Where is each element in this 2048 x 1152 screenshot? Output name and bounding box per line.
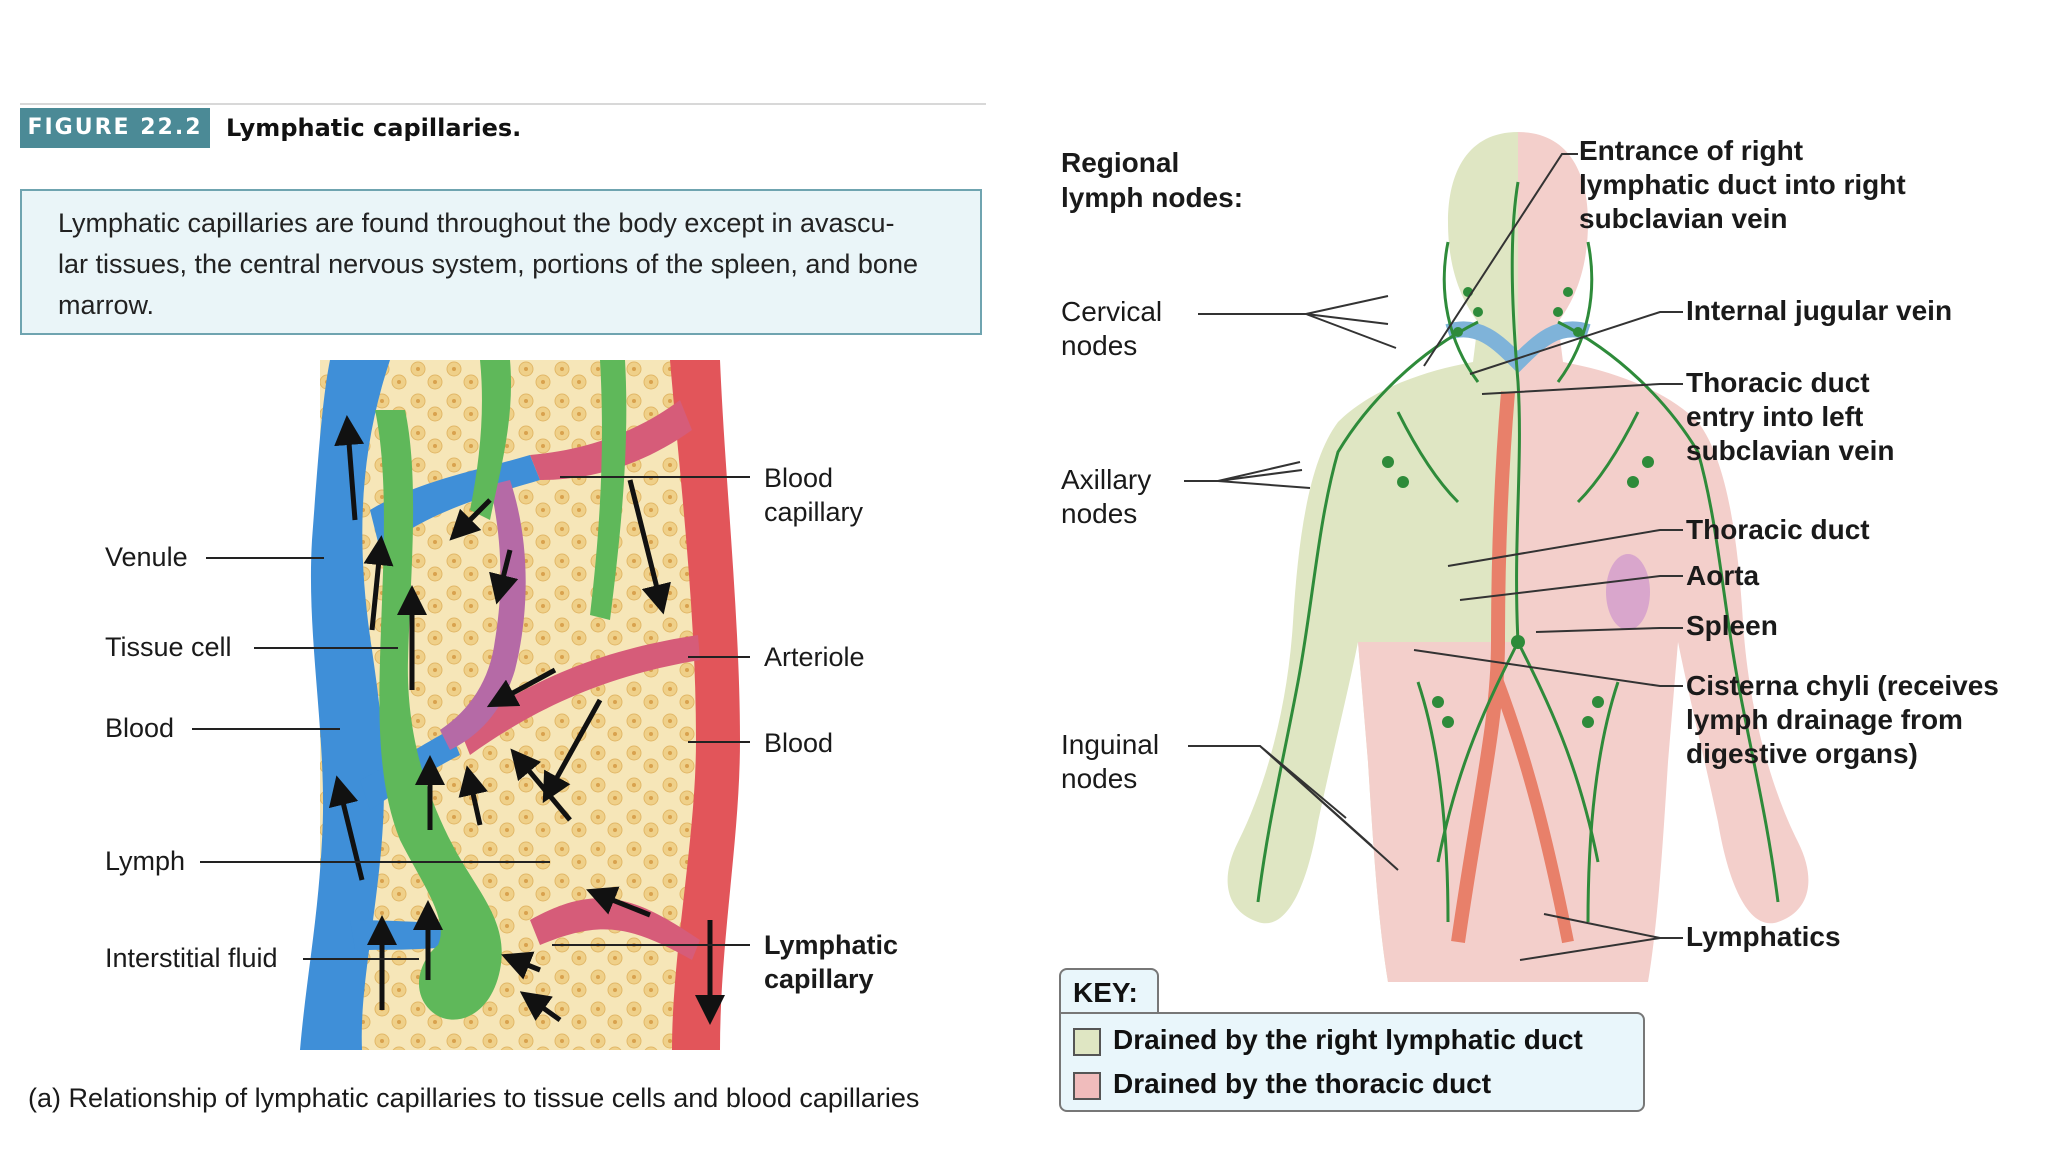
label-arteriole: Arteriole	[764, 641, 865, 674]
label-axillary-1: Axillary	[1061, 463, 1151, 497]
key-title: KEY:	[1059, 968, 1159, 1014]
label-thoracic-duct: Thoracic duct	[1686, 513, 1870, 547]
label-lymph: Lymph	[105, 845, 185, 878]
label-aorta: Aorta	[1686, 559, 1759, 593]
description-line-2: lar tissues, the central nervous system,…	[58, 244, 944, 285]
label-lymphatic-capillary-1: Lymphatic	[764, 929, 898, 962]
figure-caption-a: (a) Relationship of lymphatic capillarie…	[28, 1083, 919, 1114]
leader-blood-capillary	[560, 476, 750, 478]
figure-number-badge: FIGURE 22.2	[20, 108, 210, 148]
figure-title: Lymphatic capillaries.	[226, 108, 521, 148]
label-blood-capillary-2: capillary	[764, 496, 863, 529]
label-thoracic-entry-1: Thoracic duct	[1686, 366, 1870, 400]
label-venule: Venule	[105, 541, 188, 574]
description-line-3: marrow.	[58, 285, 944, 326]
leader-tissue-cell	[254, 647, 398, 649]
label-cisterna-1: Cisterna chyli (receives	[1686, 669, 1999, 703]
label-entrance-3: subclavian vein	[1579, 202, 1788, 236]
label-spleen: Spleen	[1686, 609, 1778, 643]
label-entrance-1: Entrance of right	[1579, 134, 1803, 168]
leader-venule	[206, 557, 324, 559]
regional-lymph-nodes-heading-2: lymph nodes:	[1061, 181, 1243, 215]
label-axillary-2: nodes	[1061, 497, 1137, 531]
body-right-side	[1518, 132, 1808, 982]
key-box: Drained by the right lymphatic duct Drai…	[1059, 1012, 1645, 1112]
leader-interstitial-fluid	[303, 958, 419, 960]
leader-lymph	[200, 861, 550, 863]
label-interstitial-fluid: Interstitial fluid	[105, 942, 278, 975]
regional-lymph-nodes-heading-1: Regional	[1061, 146, 1179, 180]
label-lymphatic-capillary-2: capillary	[764, 963, 874, 996]
leader-arteriole	[688, 656, 750, 658]
label-thoracic-entry-2: entry into left	[1686, 400, 1863, 434]
description-line-1: Lymphatic capillaries are found througho…	[58, 203, 944, 244]
capillary-bed-illustration	[300, 360, 740, 1050]
lymphatic-system-body-illustration	[1118, 122, 1918, 1002]
leader-lymphatic-capillary	[552, 944, 750, 946]
label-inguinal-1: Inguinal	[1061, 728, 1159, 762]
label-blood-capillary-1: Blood	[764, 462, 833, 495]
key-label-right-lymphatic-duct: Drained by the right lymphatic duct	[1113, 1023, 1583, 1057]
label-blood-right: Blood	[764, 727, 833, 760]
label-entrance-2: lymphatic duct into right	[1579, 168, 1906, 202]
label-cisterna-3: digestive organs)	[1686, 737, 1918, 771]
leader-blood-left	[192, 728, 340, 730]
figure-description-box: Lymphatic capillaries are found througho…	[20, 189, 982, 335]
key-label-thoracic-duct: Drained by the thoracic duct	[1113, 1067, 1491, 1101]
label-thoracic-entry-3: subclavian vein	[1686, 434, 1895, 468]
label-cisterna-2: lymph drainage from	[1686, 703, 1963, 737]
label-inguinal-2: nodes	[1061, 762, 1137, 796]
top-divider	[20, 103, 986, 105]
spleen	[1606, 554, 1650, 630]
key-swatch-right-lymphatic-duct	[1073, 1028, 1101, 1056]
label-cervical-2: nodes	[1061, 329, 1137, 363]
label-cervical-1: Cervical	[1061, 295, 1162, 329]
label-tissue-cell: Tissue cell	[105, 631, 232, 664]
label-internal-jugular: Internal jugular vein	[1686, 294, 1952, 328]
key-swatch-thoracic-duct	[1073, 1072, 1101, 1100]
leader-blood-right	[688, 741, 750, 743]
label-blood-left: Blood	[105, 712, 174, 745]
label-lymphatics: Lymphatics	[1686, 920, 1841, 954]
